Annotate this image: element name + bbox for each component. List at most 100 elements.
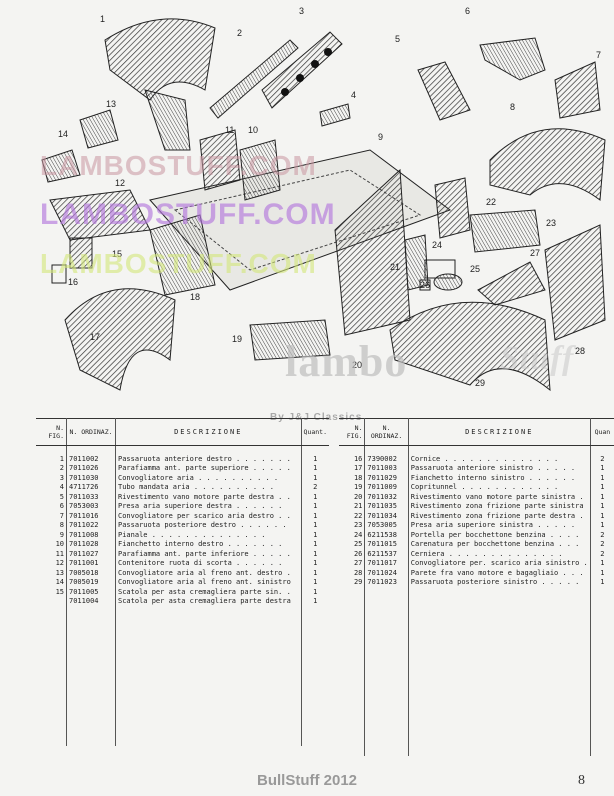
fig-number: 19 [339,482,366,492]
quantity: 1 [600,568,605,577]
table-filler-row [36,606,329,746]
part-description: Carenatura per bocchettone benzina . . . [408,539,591,549]
order-number: 7011027 [66,549,116,559]
order-number: 7011034 [364,511,409,521]
part-description: Convogliatore aria al freno ant. destro … [115,568,302,578]
order-number: 7011035 [364,501,409,511]
quantity: 1 [313,568,318,577]
callout-9: 9 [378,132,383,142]
fig-number: 25 [339,539,366,549]
quantity: 1 [600,559,605,568]
header-ord: N. ORDINAZ. [364,418,409,446]
callout-12: 12 [115,178,125,188]
fig-number: 13 [36,568,67,578]
callout-4: 4 [351,90,356,100]
part-description: Parete fra vano motore e bagagliaio . . … [408,568,591,578]
quantity: 1 [313,549,318,558]
fig-number: 18 [339,473,366,483]
quantity: 2 [600,530,605,539]
order-number: 7011001 [66,558,116,568]
order-number: 7011029 [364,473,409,483]
part-description: Cerniera . . . . . . . . . . . . . . [408,549,591,559]
part-4-shape [319,103,351,127]
callout-2: 2 [237,28,242,38]
callout-26: 26 [420,280,430,290]
header-ord: N. ORDINAZ. [66,418,116,446]
callout-28: 28 [575,346,585,356]
quantity: 1 [313,559,318,568]
part-14-shape [41,149,81,183]
fig-number: 11 [36,549,67,559]
part-description: Convogliatore per scarico aria destro . … [115,511,302,521]
fig-number: 2 [36,463,67,473]
part-description: Scatola per asta cremagliera parte sin. … [115,587,302,597]
quantity: 2 [600,540,605,549]
parts-table-left: N. FIG. N. ORDINAZ. DESCRIZIONE Quant. 1… [36,418,329,746]
exploded-parts-diagram: 1 2 3 4 5 6 7 8 9 10 11 12 13 14 15 16 1… [41,6,606,392]
table-header-row: N. FIG. N. ORDINAZ. DESCRIZIONE Quant. [36,418,329,446]
watermark-lambo: lambo [285,337,408,386]
quantity: 1 [313,473,318,482]
order-number: 7053005 [364,520,409,530]
watermark-lambostuff-2: LAMBOSTUFF.COM [40,198,336,231]
fig-number: 1 [36,454,67,464]
order-number: 7011016 [66,511,116,521]
watermark-byline: By J&J Classics [270,412,363,423]
header-desc: DESCRIZIONE [115,418,302,446]
callout-18: 18 [190,292,200,302]
part-11-shape [199,129,241,191]
callout-5: 5 [395,34,400,44]
quantity: 1 [313,540,318,549]
order-number: 4711726 [66,482,116,492]
quantity: 1 [313,530,318,539]
quantity: 1 [600,483,605,492]
part-25-shape [433,273,463,291]
header-desc: DESCRIZIONE [408,418,591,446]
callout-15: 15 [112,249,122,259]
quantity: 1 [600,578,605,587]
fig-number: 7 [36,511,67,521]
order-number: 7011005 [66,587,116,597]
order-number: 7011030 [66,473,116,483]
order-number: 7011009 [364,482,409,492]
part-description: Rivestimento zona frizione parte sinistr… [408,501,591,511]
part-description: Tubo mandata aria . . . . . . . . . . [115,482,302,492]
fig-number: 12 [36,558,67,568]
quantity: 1 [313,511,318,520]
part-description: Contenitore ruota di scorta . . . . . . [115,558,302,568]
part-description: Parafiamma ant. parte inferiore . . . . … [115,549,302,559]
fig-number: 16 [339,454,366,464]
fig-number: 5 [36,492,67,502]
part-21-shape [404,234,429,291]
part-8-shape [489,128,606,201]
order-number: 7011015 [364,539,409,549]
part-description: Fianchetto interno sinistro . . . . . . [408,473,591,483]
part-description: Rivestimento vano motore parte destra . … [115,492,302,502]
quantity: 1 [600,492,605,501]
callout-21: 21 [390,262,400,272]
part-description: Presa aria superiore destra . . . . . . [115,501,302,511]
quantity: 1 [313,578,318,587]
quantity: 1 [600,502,605,511]
part-1-shape [104,18,216,101]
callout-17: 17 [90,332,100,342]
callout-23: 23 [546,218,556,228]
part-23-shape [469,209,541,253]
part-description: Passaruota posteriore sinistro . . . . . [408,577,591,587]
part-15-shape [69,237,93,269]
